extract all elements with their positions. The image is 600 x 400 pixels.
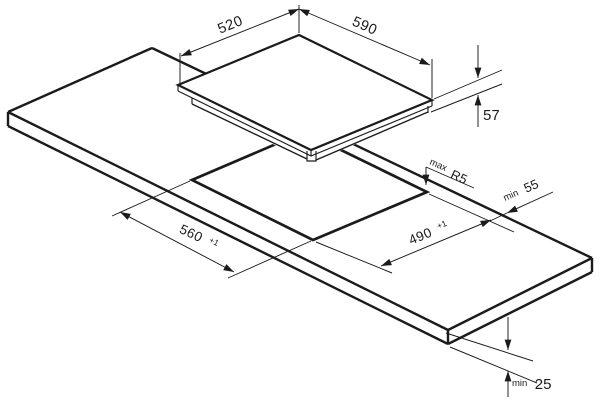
extension-line — [433, 69, 503, 100]
extension-line — [227, 240, 312, 279]
dim-cutout-length: 560 +1 — [111, 180, 312, 279]
dimension-line — [119, 211, 235, 273]
hob — [175, 33, 435, 162]
dimension-line — [180, 8, 300, 57]
worktop-back-left-edge — [7, 46, 153, 114]
cutout-length-label: 560 +1 — [177, 220, 221, 253]
hob-box-front-corner — [306, 151, 317, 162]
hob-glass-bottom-edge — [177, 90, 433, 157]
hob-box-right-bottom-edge — [315, 111, 429, 161]
cutout-outline — [188, 130, 431, 242]
worktop-front-right-bottom-edge — [447, 270, 593, 346]
dimension-line — [298, 8, 431, 66]
dimension-line — [506, 191, 554, 214]
hob-depth-label: 590 — [350, 14, 380, 39]
worktop-cutout — [188, 130, 431, 242]
hob-box-left-bottom-edge — [191, 103, 308, 160]
extension-line — [449, 346, 538, 384]
cutout-depth-label: 490 +1 — [406, 217, 451, 249]
extension-line — [111, 180, 191, 217]
dimension-line-tail — [489, 212, 508, 222]
hob-silhouette — [178, 35, 432, 161]
extension-line — [430, 83, 503, 113]
dim-hob-height: 57 — [430, 45, 503, 127]
dimension-line — [380, 219, 492, 267]
worktop-front-right-top-edge — [447, 256, 593, 332]
extension-line — [428, 193, 515, 233]
leader-corner-radius: max R5 — [422, 157, 475, 189]
bottom-clearance-label: min 25 — [512, 373, 551, 393]
leader-underline — [425, 166, 475, 189]
extension-line — [445, 332, 534, 362]
worktop-front-left-top-edge — [7, 110, 449, 332]
hob-height-label: 57 — [483, 107, 500, 124]
extension-line — [315, 241, 393, 274]
hob-width-label: 520 — [216, 13, 246, 38]
dim-bottom-clearance: min 25 — [445, 317, 551, 397]
